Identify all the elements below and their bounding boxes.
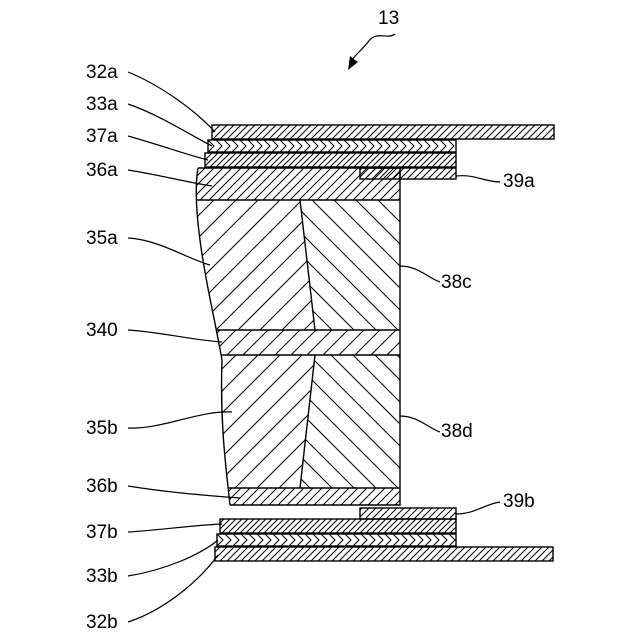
leader-37a bbox=[128, 136, 208, 160]
label-33a: 33a bbox=[86, 94, 118, 115]
layer-33b bbox=[209, 534, 463, 546]
leader-340 bbox=[128, 330, 222, 342]
label-340: 340 bbox=[86, 320, 118, 341]
leader-35a bbox=[128, 238, 210, 265]
label-33b: 33b bbox=[86, 566, 118, 587]
leader-36b bbox=[128, 486, 240, 498]
leader-32b bbox=[128, 555, 218, 622]
figure-arrow-shaft bbox=[352, 34, 395, 60]
leader-38c bbox=[400, 266, 440, 282]
leader-36a bbox=[128, 170, 212, 186]
label-37a: 37a bbox=[86, 126, 118, 147]
leader-35b bbox=[128, 412, 232, 428]
label-35a: 35a bbox=[86, 228, 118, 249]
layer-33a bbox=[200, 140, 470, 152]
label-36a: 36a bbox=[86, 160, 118, 181]
leader-39a bbox=[456, 176, 500, 182]
label-32b: 32b bbox=[86, 612, 118, 633]
block-35a-right bbox=[70, 200, 640, 330]
plate-32b bbox=[0, 547, 640, 561]
block-35b-right bbox=[67, 355, 640, 488]
label-38d: 38d bbox=[441, 421, 473, 442]
body-outline bbox=[198, 168, 400, 505]
label-39b: 39b bbox=[503, 491, 535, 512]
label-39a: 39a bbox=[503, 171, 535, 192]
leader-37b bbox=[128, 524, 222, 532]
label-38c: 38c bbox=[441, 272, 472, 293]
figure-number: 13 bbox=[378, 8, 399, 29]
label-36b: 36b bbox=[86, 476, 118, 497]
left-boundary-curve bbox=[196, 168, 230, 505]
label-32a: 32a bbox=[86, 62, 118, 83]
leader-32a bbox=[128, 72, 215, 132]
label-35b: 35b bbox=[86, 418, 118, 439]
leader-39b bbox=[456, 502, 500, 514]
leader-38d bbox=[400, 416, 440, 432]
label-37b: 37b bbox=[86, 522, 118, 543]
block-35a-left bbox=[0, 200, 640, 330]
